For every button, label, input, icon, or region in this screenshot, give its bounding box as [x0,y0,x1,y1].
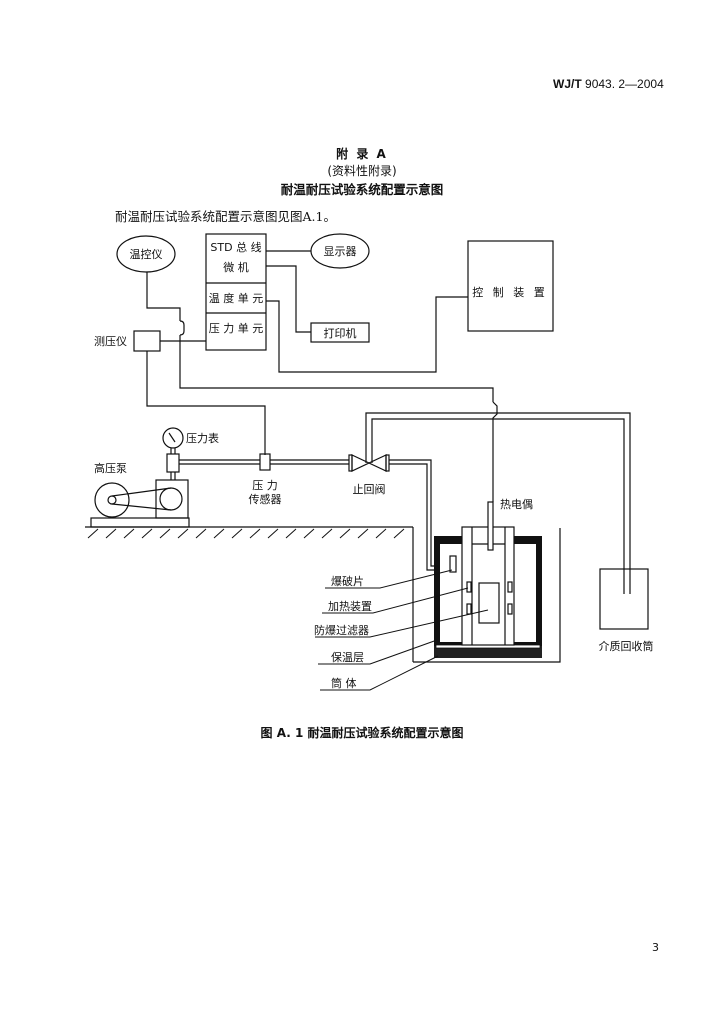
standard-code: WJ/T 9043. 2—2004 [553,77,664,91]
temp-unit-label: 温 度 单 元 [209,291,264,305]
pump-base [90,517,190,528]
control-device-label: 控 制 装 置 [472,285,548,299]
printer-label: 打印机 [324,326,357,340]
display-label: 显示器 [324,245,357,258]
pressure-gauge-icon [162,427,184,449]
thermocouple-label: 热电偶 [500,498,533,511]
standard-prefix: WJ/T [553,77,582,91]
insulation-label: 保温层 [331,650,364,664]
check-valve-icon [348,454,390,472]
pressure-sensor-label-1: 压 力 [252,479,278,492]
std-computer-stack [205,233,267,351]
temp-controller-label: 温控仪 [130,247,163,261]
burst-disc-label: 爆破片 [331,574,364,588]
cylinder-label: 筒 体 [331,676,357,690]
pump-body [155,479,189,519]
figure-caption: 图 A. 1 耐温耐压试验系统配置示意图 [260,726,464,740]
std-bus-label: STD 总 线 [210,240,261,254]
pressure-gauge-label: 压力表 [186,431,219,445]
appendix-subtitle: (资料性附录) [327,164,397,178]
check-valve-label: 止回阀 [353,482,386,496]
recovery-tank-label: 介质回收筒 [599,639,654,653]
pressure-meter-node [133,330,161,352]
page-number: 3 [652,941,659,954]
appendix-heading: 耐温耐压试验系统配置示意图 [280,182,444,197]
pressure-unit-label: 压 力 单 元 [209,322,264,335]
intro-paragraph: 耐温耐压试验系统配置示意图见图A.1。 [115,209,336,224]
pump-label: 高压泵 [94,461,127,475]
pressure-vessel [434,526,542,658]
pressure-sensor-label-2: 传感器 [249,493,282,506]
explosion-filter-label: 防爆过滤器 [314,623,369,637]
control-device-node [467,240,554,332]
recovery-tank-node [599,568,649,630]
appendix-title: 附 录 A [336,147,388,161]
burst-disc-icon [449,555,457,573]
heater-label: 加热装置 [328,600,372,613]
pressure-meter-label: 测压仪 [94,335,127,348]
pump-flywheel-icon [94,482,130,518]
pressure-sensor-node [259,453,271,471]
thermocouple-probe-icon [487,501,494,551]
microcomputer-label: 微 机 [223,260,249,274]
ground-hatching [87,528,405,539]
standard-number: 9043. 2—2004 [585,77,664,91]
temp-controller-node [116,235,176,273]
